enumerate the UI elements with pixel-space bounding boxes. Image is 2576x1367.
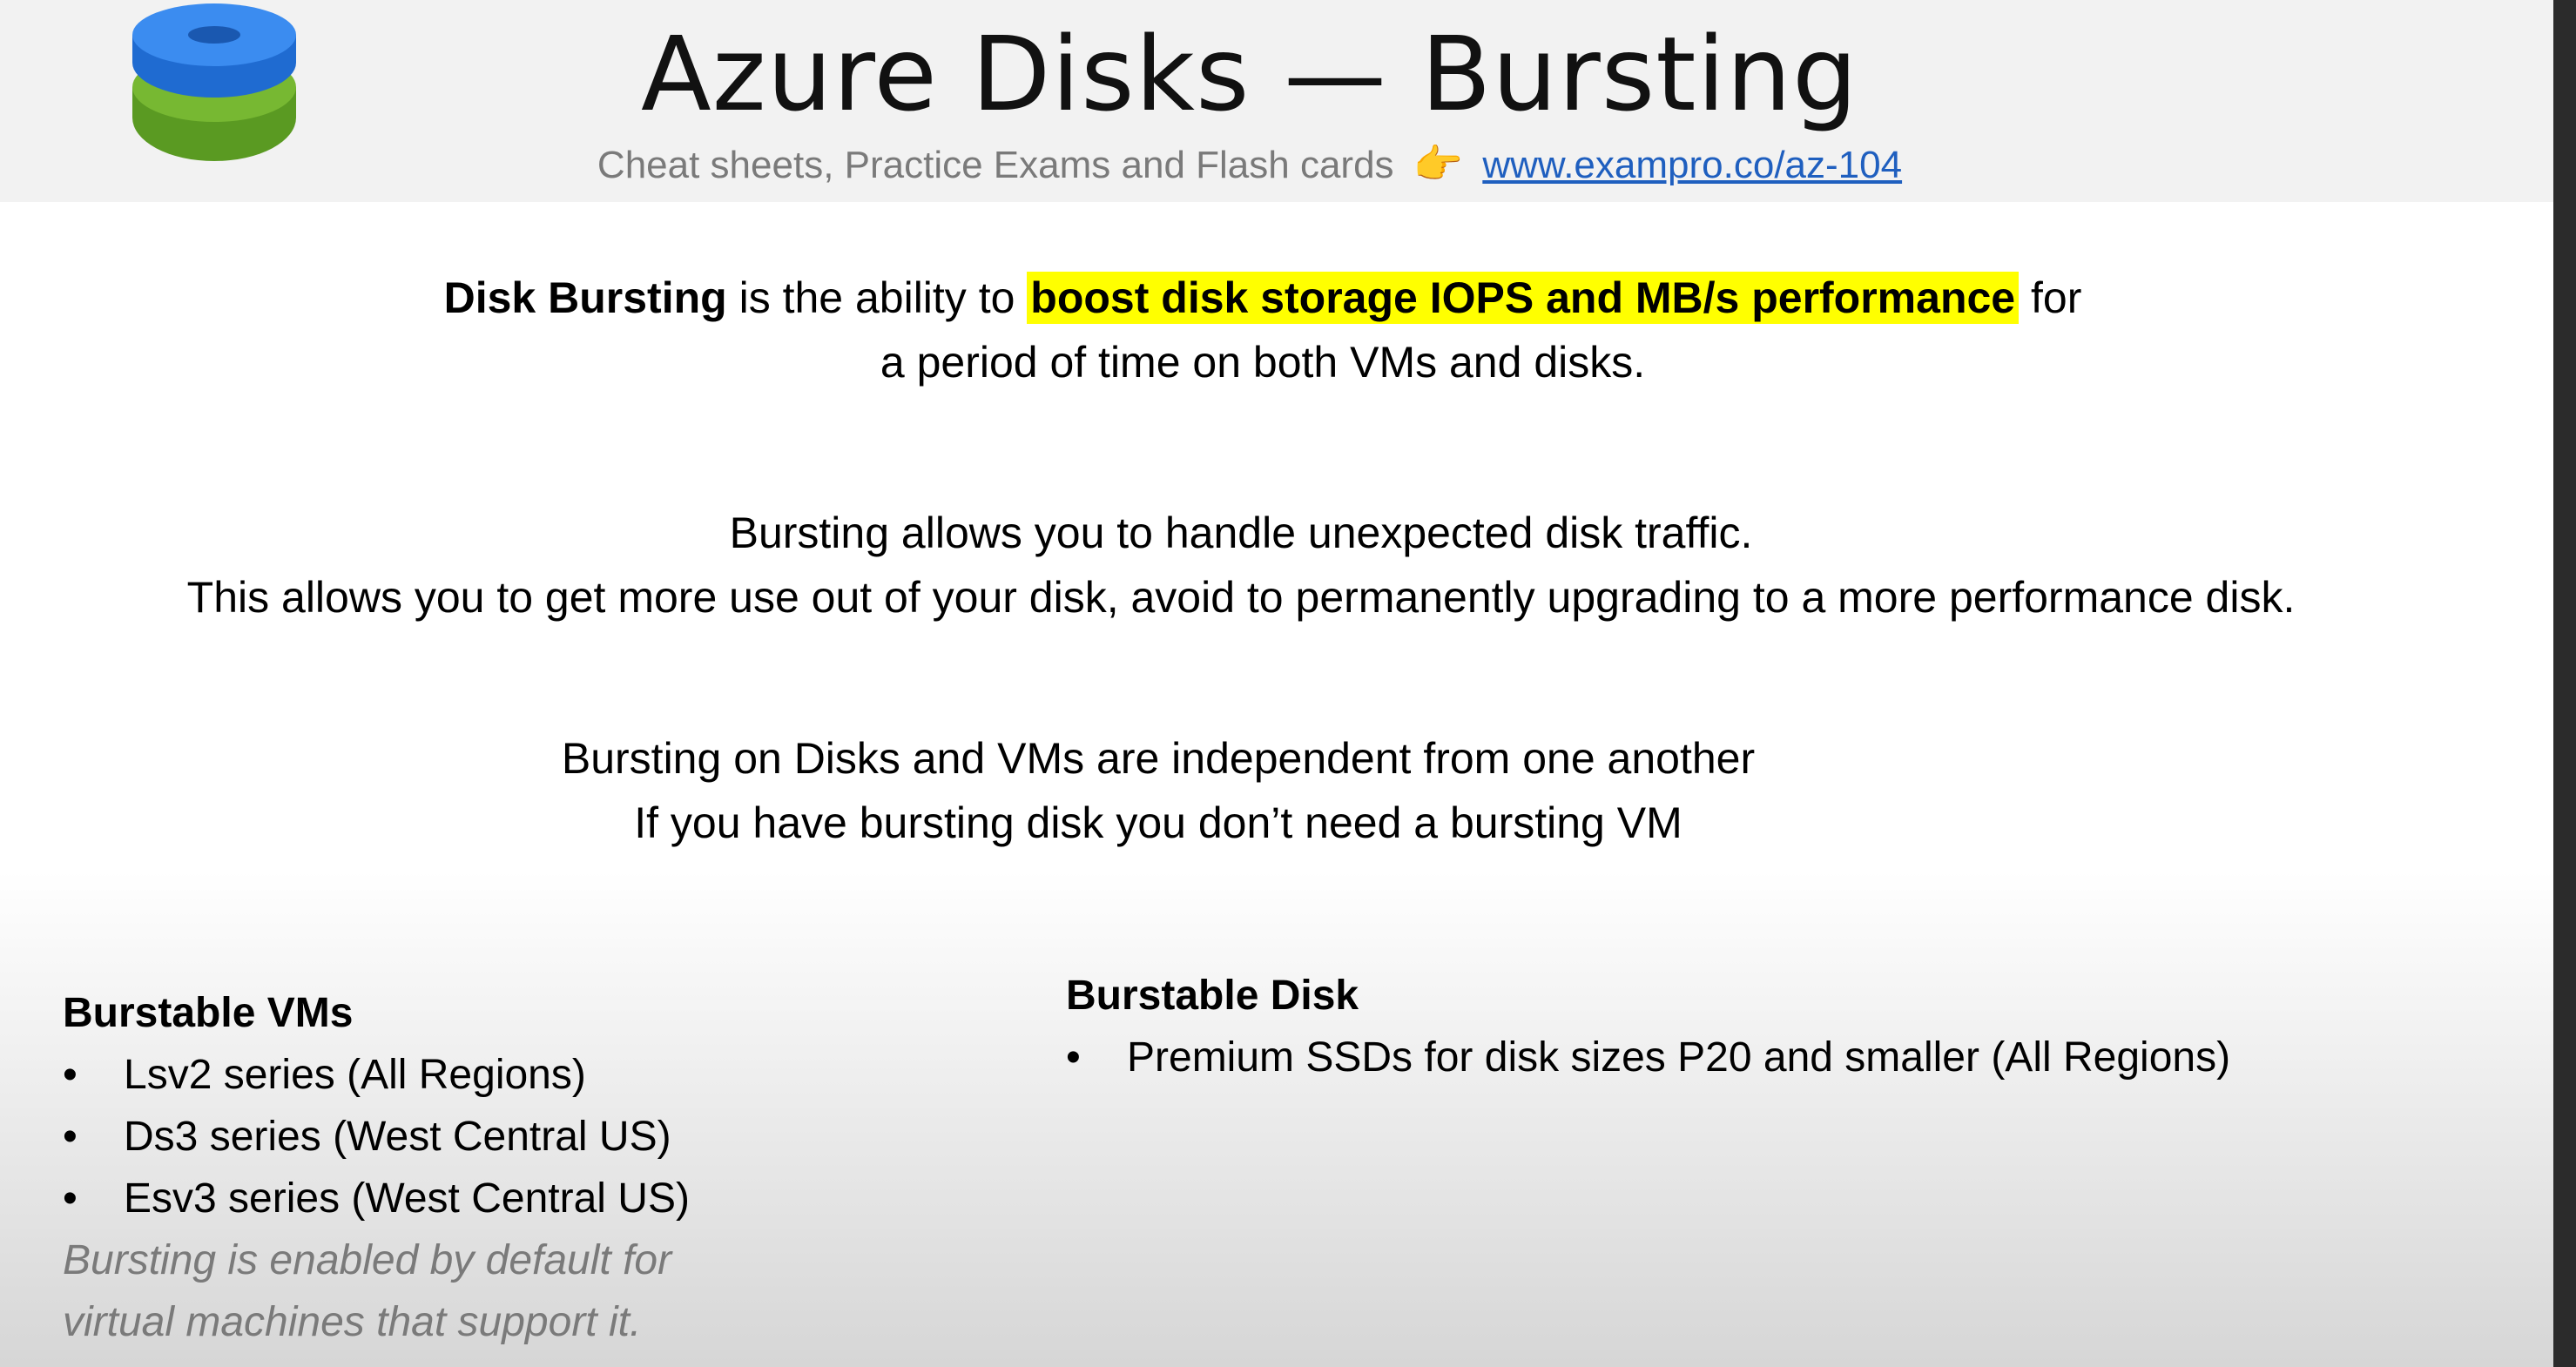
list-item: Ds3 series (West Central US) [63, 1106, 690, 1168]
independence-line-2: If you have bursting disk you don’t need… [634, 798, 1682, 847]
list-item: Esv3 series (West Central US) [63, 1168, 690, 1229]
list-item: Premium SSDs for disk sizes P20 and smal… [1066, 1027, 2230, 1088]
independence-line-1: Bursting on Disks and VMs are independen… [561, 734, 1756, 783]
burstable-disk-list: Premium SSDs for disk sizes P20 and smal… [1066, 1027, 2230, 1088]
intro-middle: is the ability to [726, 273, 1028, 322]
disk-stack-icon [132, 3, 296, 161]
burstable-disk-heading: Burstable Disk [1066, 973, 1359, 1019]
pointing-hand-icon: 👉 [1413, 141, 1464, 186]
intro-tail: for [2019, 273, 2082, 322]
subtitle-text: Cheat sheets, Practice Exams and Flash c… [597, 144, 1394, 186]
right-edge-strip [2553, 0, 2576, 1367]
burstable-vms-section: Burstable VMs Lsv2 series (All Regions) … [63, 982, 690, 1353]
independence-paragraph: Bursting on Disks and VMs are independen… [0, 726, 2316, 855]
bursting-paragraph: Bursting allows you to handle unexpected… [0, 501, 2482, 630]
burstable-disk-section: Burstable Disk Premium SSDs for disk siz… [1066, 965, 2230, 1088]
subtitle: Cheat sheets, Practice Exams and Flash c… [0, 138, 2499, 192]
bursting-line-2: This allows you to get more use out of y… [186, 573, 2296, 622]
exampro-link[interactable]: www.exampro.co/az-104 [1482, 144, 1903, 186]
burstable-vms-heading: Burstable VMs [63, 990, 354, 1036]
bursting-line-1: Bursting allows you to handle unexpected… [729, 508, 1753, 557]
burstable-vms-list: Lsv2 series (All Regions) Ds3 series (We… [63, 1044, 690, 1229]
intro-line-2: a period of time on both VMs and disks. [880, 338, 1646, 387]
header-band [0, 0, 2553, 202]
highlighted-phrase: boost disk storage IOPS and MB/s perform… [1027, 272, 2020, 324]
intro-paragraph: Disk Bursting is the ability to boost di… [0, 266, 2525, 394]
intro-line-1: Disk Bursting is the ability to boost di… [0, 266, 2525, 330]
default-note-line-1: Bursting is enabled by default for [63, 1237, 672, 1283]
page-title: Azure Disks — Bursting [641, 14, 1858, 134]
term-disk-bursting: Disk Bursting [443, 273, 727, 322]
list-item: Lsv2 series (All Regions) [63, 1044, 690, 1106]
default-note-line-2: virtual machines that support it. [63, 1299, 642, 1345]
